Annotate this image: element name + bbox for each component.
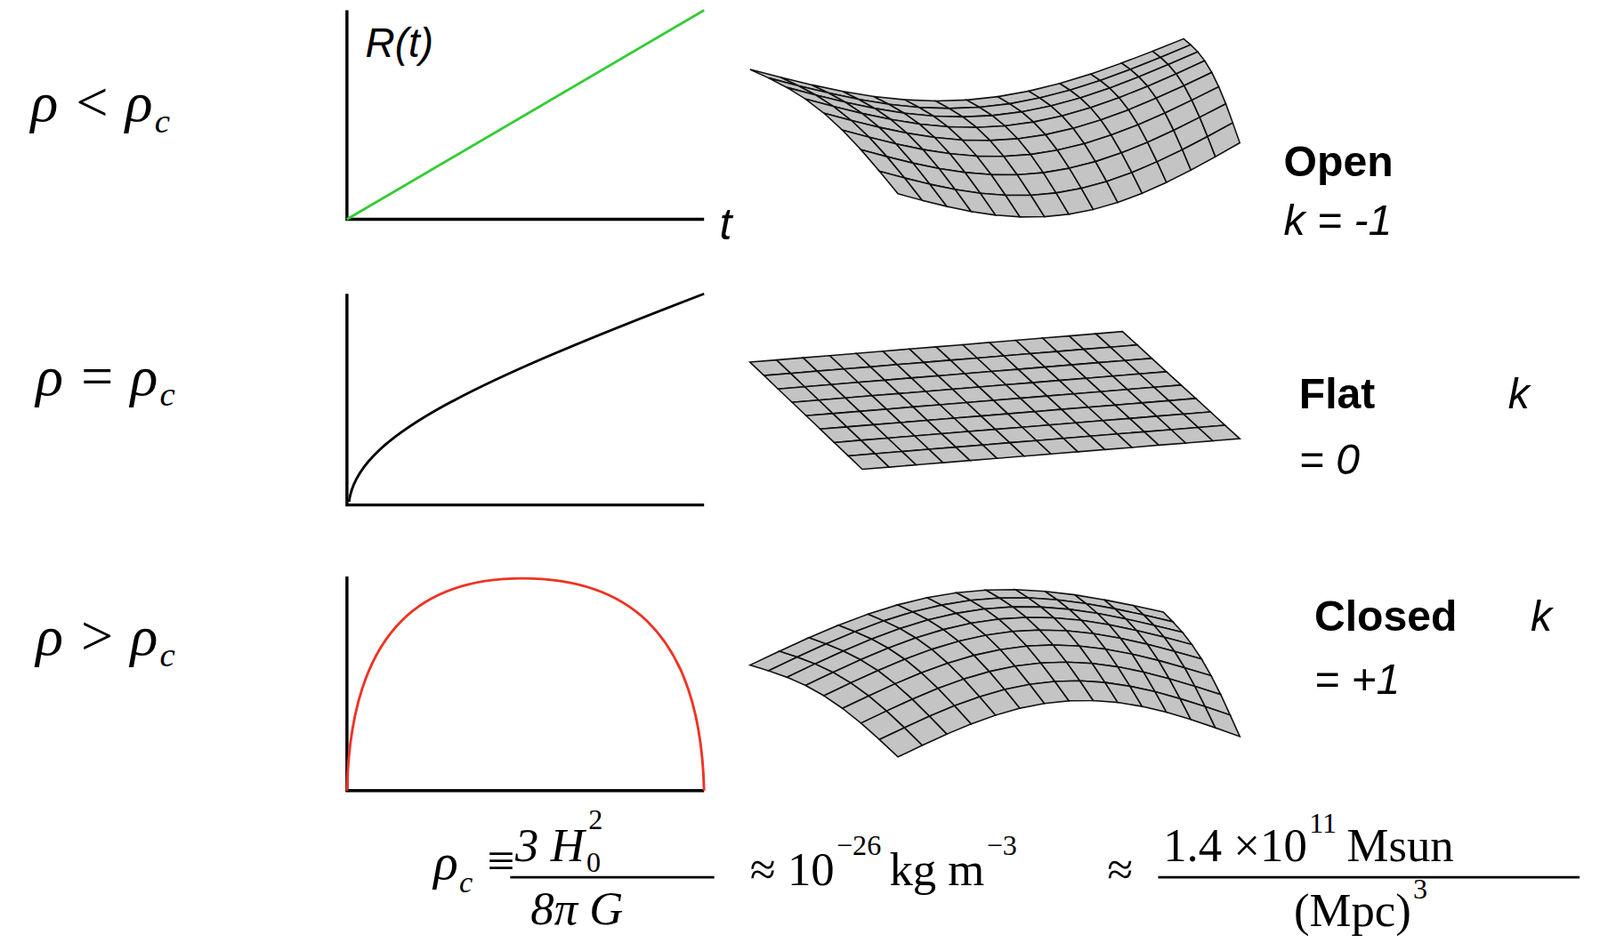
surface-cell — [1204, 706, 1240, 737]
curvature-surfaces — [750, 39, 1240, 758]
surface-cell — [1207, 122, 1240, 157]
superscript: −26 — [836, 832, 881, 861]
formula-symbol: ρ — [433, 836, 459, 888]
subscript: c — [459, 867, 473, 898]
curvature-symbol: k — [1530, 595, 1552, 639]
curvature-value: = +1 — [1314, 658, 1400, 702]
axis-label: R(t) — [365, 22, 434, 64]
flat-curve — [348, 293, 704, 502]
geometry-name: Flat — [1299, 372, 1376, 416]
formula-unit: kg m — [888, 847, 985, 895]
formula-unit: Msun — [1347, 822, 1455, 870]
formula-numerator: 3 H — [515, 822, 585, 870]
superscript: 11 — [1309, 808, 1337, 838]
surface-cell — [1197, 425, 1240, 441]
superscript: 2 — [588, 806, 603, 835]
graph-axes — [347, 9, 704, 791]
superscript: −3 — [986, 832, 1018, 861]
density-condition: ρ = ρ — [35, 347, 158, 405]
geometry-name: Closed — [1314, 595, 1458, 639]
curvature-value: = 0 — [1299, 438, 1360, 482]
density-condition: ρ < ρ — [30, 73, 153, 131]
density-condition: ρ > ρ — [35, 606, 158, 664]
open-curve — [347, 9, 704, 219]
closed-curve — [347, 578, 704, 792]
formula-denominator: 8π G — [530, 885, 623, 933]
curvature-symbol: k — [1508, 372, 1530, 416]
axis-label: t — [719, 202, 732, 247]
formula-symbol: ≈ — [1107, 847, 1133, 895]
subscript: c — [154, 104, 170, 139]
subscript: c — [160, 377, 176, 413]
superscript: 3 — [1413, 875, 1428, 905]
subscript: 0 — [586, 848, 601, 878]
geometry-name: Open — [1284, 140, 1394, 184]
formula-value: ≈ 10 — [750, 847, 835, 895]
formula-numerator: 1.4 ×10 — [1163, 822, 1308, 870]
subscript: c — [160, 638, 176, 673]
curvature-value: k = -1 — [1284, 199, 1393, 243]
formula-denominator: (Mpc) — [1293, 888, 1412, 936]
formula-symbol: ≡ — [486, 836, 515, 886]
